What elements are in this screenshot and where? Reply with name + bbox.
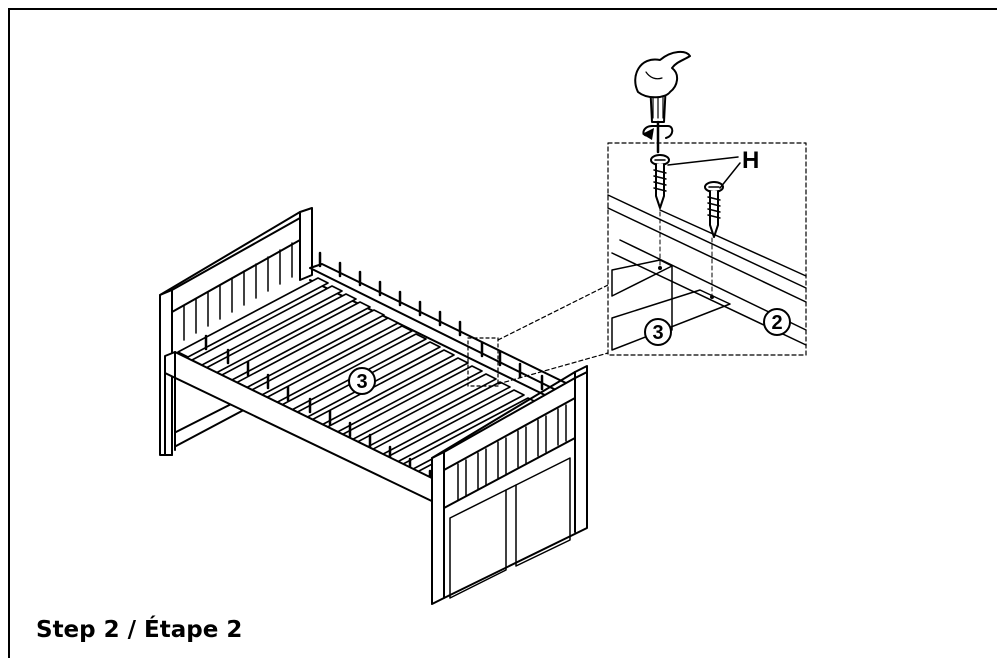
slat-number-circle (644, 318, 672, 346)
headboard-spindles (183, 242, 293, 341)
callout-leader-line-2 (497, 352, 609, 385)
pilot-hole (710, 295, 714, 299)
detail-rail (607, 194, 807, 303)
screw-part-label: H (742, 147, 759, 174)
pilot-hole (658, 266, 662, 270)
callout-leader-line (497, 284, 609, 341)
footboard-panels (449, 457, 571, 599)
rotation-arrow-icon (642, 125, 674, 140)
page-border (8, 8, 997, 658)
detail-slat-number-label: 3 (652, 322, 663, 344)
detail-view (607, 142, 807, 356)
detail-slats (611, 239, 807, 351)
footboard (431, 365, 588, 605)
footboard-spindles (457, 404, 567, 501)
slat-number-callout (348, 367, 376, 395)
detail-rail-number-label: 2 (771, 312, 782, 334)
slat-screws-far (318, 251, 544, 391)
screw-icon (650, 154, 670, 209)
bed-frame (159, 207, 609, 605)
hand-icon (634, 50, 691, 99)
rail-number-circle (763, 308, 791, 336)
headboard (159, 207, 313, 456)
detail-callout-box (467, 337, 499, 387)
step-caption: Step 2 / Étape 2 (36, 617, 243, 643)
slat-number-label: 3 (356, 371, 367, 393)
screw-icon (704, 181, 724, 238)
